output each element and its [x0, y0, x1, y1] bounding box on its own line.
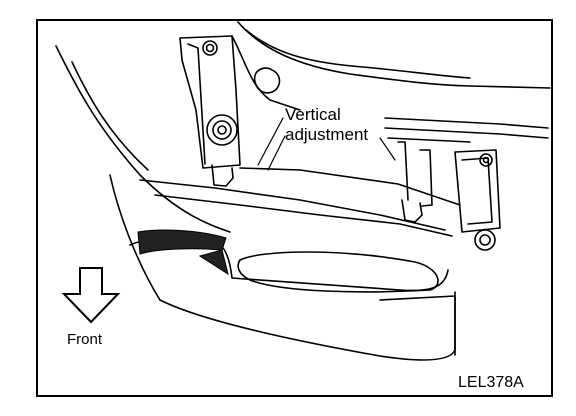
side-housing-inner [461, 157, 493, 225]
wedge-tip [198, 249, 229, 276]
body-contour-inner [245, 29, 471, 79]
lamp-frame-top [239, 167, 461, 206]
mount-bracket [179, 35, 241, 169]
under-tray [379, 295, 456, 356]
fog-lamp-recess [237, 251, 439, 293]
rail-upper [384, 117, 549, 129]
mount-bracket-arm [231, 35, 301, 111]
vertical-strut [397, 141, 409, 201]
figure-frame [36, 19, 553, 397]
shaded-parts [137, 229, 229, 276]
leader-line-2 [267, 135, 286, 171]
mount-bracket-edge [187, 43, 206, 165]
clip-right [401, 199, 423, 223]
side-housing-tab [419, 149, 433, 207]
housing-lobe [253, 67, 281, 94]
bumper-outer [55, 45, 231, 233]
bumper-sweep [109, 174, 161, 301]
body-contour-top [237, 21, 551, 89]
label-adjustment: adjustment [285, 125, 368, 144]
bolt-lower-right [474, 229, 496, 251]
bolt-right [479, 153, 493, 167]
clip-left [211, 164, 234, 187]
figure-code: LEL378A [458, 374, 524, 391]
bumper-upper-line [71, 61, 149, 171]
bolt-top [202, 40, 218, 56]
down-arrow-icon [61, 267, 121, 324]
rail-thin [387, 137, 471, 143]
technical-drawing [55, 21, 551, 361]
leader-line-3 [379, 137, 396, 161]
label-vertical: Vertical [285, 105, 341, 124]
lamp-frame-lower [154, 194, 453, 237]
adjusting-screw [206, 114, 238, 146]
fascia-bottom [159, 291, 456, 361]
leader-line-1 [257, 117, 284, 166]
label-front: Front [67, 331, 103, 348]
rail-lower [384, 127, 549, 139]
lamp-frame [139, 179, 446, 231]
